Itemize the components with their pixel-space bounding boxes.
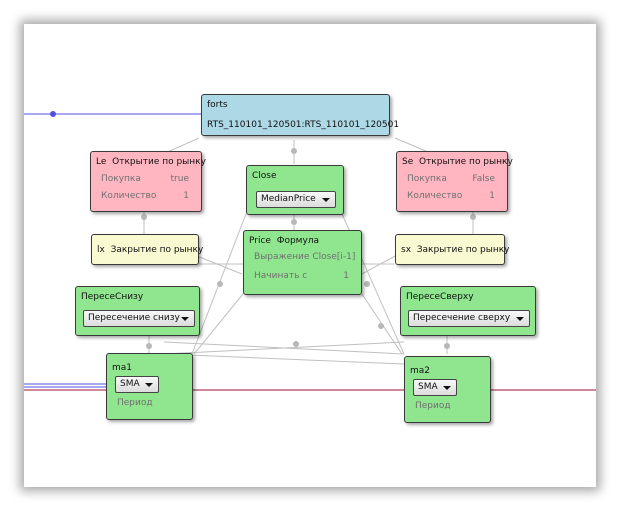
wire-joint <box>50 111 56 117</box>
node-lx[interactable]: lx Закрытие по рынку <box>91 234 203 265</box>
chevron-down-icon <box>443 386 451 390</box>
row-value: Close[i-1] <box>312 252 356 262</box>
ma1-type-select-value: SMA <box>120 379 140 389</box>
row-label: Количество <box>407 191 463 201</box>
cross-up-select-value: Пересечение сверху <box>413 313 511 323</box>
strategy-diagram-canvas[interactable]: forts RTS_110101_120501:RTS_110101_12050… <box>24 24 596 487</box>
chevron-down-icon <box>145 383 153 387</box>
node-le[interactable]: Le Открытие по рынку Покупка true Количе… <box>90 151 206 212</box>
node-forts-title: forts <box>207 100 228 110</box>
node-lx-name: lx <box>97 245 105 255</box>
node-price-name: Price <box>249 236 271 246</box>
node-lx-action: Закрытие по рынку <box>110 245 204 255</box>
node-ma1-title: ma1 <box>112 363 133 373</box>
row-label: Покупка <box>101 174 141 184</box>
node-ma2-title: ma2 <box>410 366 431 376</box>
row-label: Выражение <box>254 252 310 262</box>
node-cross-up[interactable]: ПересеСверху Пересечение сверху <box>400 286 536 336</box>
node-close[interactable]: Close MedianPrice <box>246 165 344 215</box>
node-price-title: Price Формула <box>249 236 319 246</box>
cross-down-select[interactable]: Пересечение снизу <box>83 310 195 327</box>
cross-down-select-value: Пересечение снизу <box>88 313 180 323</box>
node-cross-down[interactable]: ПересеСнизу Пересечение снизу <box>75 286 200 336</box>
chevron-down-icon <box>516 317 524 321</box>
node-sx-name: sx <box>401 245 412 255</box>
node-sx[interactable]: sx Закрытие по рынку <box>395 234 510 265</box>
row-value: 1 <box>183 191 189 201</box>
node-se-row-qty: Количество 1 <box>407 191 495 201</box>
node-le-action: Открытие по рынку <box>112 157 206 167</box>
node-le-title: Le Открытие по рынку <box>96 157 206 167</box>
node-price-kind: Формула <box>276 236 320 246</box>
row-value: 1 <box>343 271 349 281</box>
node-se[interactable]: Se Открытие по рынку Покупка False Колич… <box>396 151 513 212</box>
row-label: Период <box>415 401 451 411</box>
ma2-type-select[interactable]: SMA <box>413 379 457 396</box>
node-ma2-row-period: Период <box>415 401 478 411</box>
row-label: Покупка <box>407 174 447 184</box>
row-label: Период <box>117 398 153 408</box>
node-le-row-qty: Количество 1 <box>101 191 189 201</box>
row-value: False <box>472 174 495 184</box>
node-se-action: Открытие по рынку <box>418 157 513 167</box>
node-lx-title: lx Закрытие по рынку <box>97 245 203 255</box>
ma1-type-select[interactable]: SMA <box>115 376 159 393</box>
chevron-down-icon <box>181 317 189 321</box>
node-price-row-expression: Выражение Close[i-1] <box>254 252 355 262</box>
row-label: Начинать с <box>254 271 308 281</box>
row-label: Количество <box>101 191 157 201</box>
close-price-select-value: MedianPrice <box>261 194 316 204</box>
chevron-down-icon <box>322 198 330 202</box>
node-se-name: Se <box>402 157 414 167</box>
node-cross-down-title: ПересеСнизу <box>81 292 144 302</box>
node-le-row-buy: Покупка true <box>101 174 189 184</box>
node-ma1[interactable]: ma1 SMA Период <box>106 353 193 420</box>
node-forts-security: RTS_110101_120501:RTS_110101_120501 <box>207 120 400 130</box>
cross-up-select[interactable]: Пересечение сверху <box>408 310 530 327</box>
node-se-title: Se Открытие по рынку <box>402 157 513 167</box>
ma2-type-select-value: SMA <box>418 382 438 392</box>
row-value: true <box>170 174 189 184</box>
node-le-name: Le <box>96 157 107 167</box>
node-forts[interactable]: forts RTS_110101_120501:RTS_110101_12050… <box>201 94 399 136</box>
row-value: 1 <box>489 191 495 201</box>
node-price-formula[interactable]: Price Формула Выражение Close[i-1] Начин… <box>243 230 362 295</box>
node-ma1-row-period: Период <box>117 398 180 408</box>
node-ma2[interactable]: ma2 SMA Период <box>404 356 491 423</box>
node-se-row-buy: Покупка False <box>407 174 495 184</box>
node-sx-action: Закрытие по рынку <box>416 245 510 255</box>
close-price-select[interactable]: MedianPrice <box>256 191 336 208</box>
node-close-title: Close <box>252 171 277 181</box>
node-cross-up-title: ПересеСверху <box>406 292 474 302</box>
node-price-row-start: Начинать с 1 <box>254 271 349 281</box>
node-sx-title: sx Закрытие по рынку <box>401 245 510 255</box>
